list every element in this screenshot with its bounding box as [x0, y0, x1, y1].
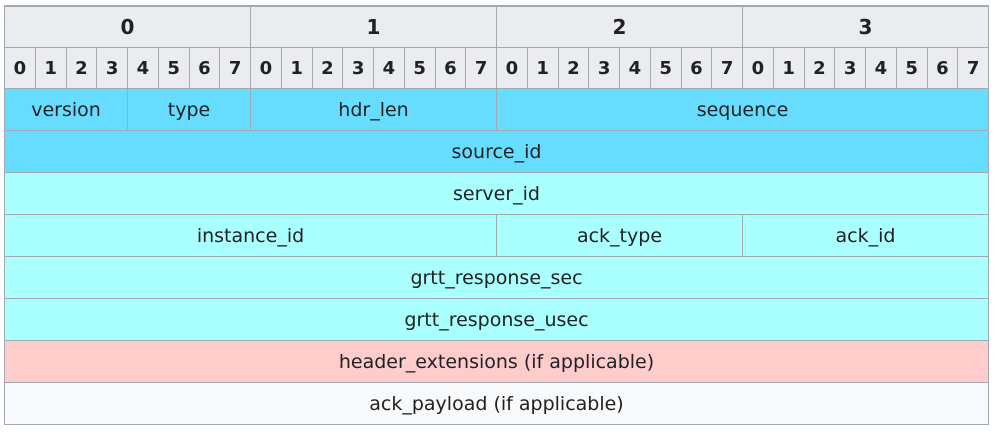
bit-header-cell: 4 — [619, 47, 651, 89]
octet-header-cell: 2 — [496, 6, 743, 48]
bit-header-cell: 0 — [250, 47, 282, 89]
octet-header-cell: 0 — [4, 6, 251, 48]
field-cell: server_id — [4, 172, 989, 215]
bit-header-cell: 1 — [34, 47, 67, 89]
field-cell: ack_type — [496, 214, 743, 257]
bit-header-cell: 2 — [803, 47, 836, 89]
bit-header-cell: 0 — [742, 47, 774, 89]
bit-header-cell: 3 — [342, 47, 374, 89]
field-row: grtt_response_usec — [4, 298, 989, 341]
field-cell: hdr_len — [250, 88, 497, 131]
field-cell: version — [4, 88, 128, 131]
bit-header-cell: 6 — [188, 47, 221, 89]
field-cell: source_id — [4, 130, 989, 173]
bit-header-cell: 6 — [926, 47, 959, 89]
field-cell: grtt_response_usec — [4, 298, 989, 341]
bit-header-cell: 6 — [434, 47, 467, 89]
bit-header-cell: 0 — [4, 47, 36, 89]
bit-header-cell: 5 — [403, 47, 436, 89]
bit-header-cell: 3 — [834, 47, 866, 89]
bit-header-cell: 4 — [127, 47, 159, 89]
octet-header-cell: 3 — [742, 6, 989, 48]
bit-header-cell: 7 — [219, 47, 251, 89]
bit-header-cell: 7 — [957, 47, 989, 89]
bit-header-cell: 7 — [711, 47, 743, 89]
bit-header-cell: 2 — [557, 47, 590, 89]
bit-header-cell: 3 — [588, 47, 620, 89]
bit-header-cell: 1 — [772, 47, 805, 89]
field-cell: sequence — [496, 88, 989, 131]
field-cell: type — [127, 88, 251, 131]
bit-header-cell: 5 — [649, 47, 682, 89]
field-cell: header_extensions (if applicable) — [4, 340, 989, 383]
bit-header-cell: 4 — [865, 47, 897, 89]
field-cell: grtt_response_sec — [4, 256, 989, 299]
field-row: ack_payload (if applicable) — [4, 382, 989, 425]
bit-header-cell: 2 — [65, 47, 98, 89]
field-cell: ack_id — [742, 214, 989, 257]
bit-header-cell: 7 — [465, 47, 497, 89]
bit-header-cell: 5 — [895, 47, 928, 89]
bit-header-cell: 6 — [680, 47, 713, 89]
field-cell: ack_payload (if applicable) — [4, 382, 989, 425]
field-row: source_id — [4, 130, 989, 173]
field-row: header_extensions (if applicable) — [4, 340, 989, 383]
field-row: server_id — [4, 172, 989, 215]
bit-header-cell: 4 — [373, 47, 405, 89]
bit-header-cell: 2 — [311, 47, 344, 89]
octet-header-cell: 1 — [250, 6, 497, 48]
bit-header-cell: 1 — [280, 47, 313, 89]
bit-header-cell: 5 — [157, 47, 190, 89]
bit-header-cell: 1 — [526, 47, 559, 89]
field-cell: instance_id — [4, 214, 497, 257]
bit-header-cell: 3 — [96, 47, 128, 89]
field-row: grtt_response_sec — [4, 256, 989, 299]
bit-header-cell: 0 — [496, 47, 528, 89]
